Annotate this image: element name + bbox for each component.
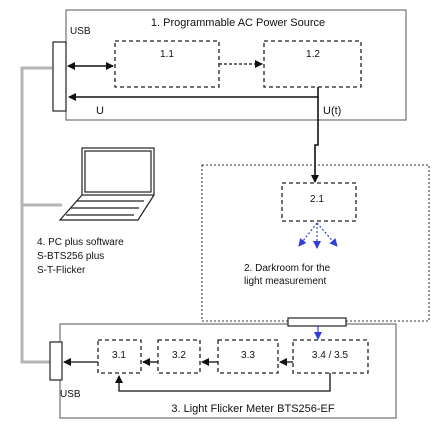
usb-cables xyxy=(20,66,62,364)
block-1-2-label: 1.2 xyxy=(306,49,320,60)
pc-label-line-1: 4. PC plus software xyxy=(37,237,124,248)
source-usb-label: USB xyxy=(70,26,91,37)
ut-supply-arrow xyxy=(311,97,319,183)
light-rays xyxy=(298,222,338,249)
usb-cable-source xyxy=(20,66,62,207)
sensor-window xyxy=(287,317,347,327)
usb-cable-meter xyxy=(20,205,50,364)
block-3-4-3-5 xyxy=(292,339,369,374)
block-3-4-3-5-label: 3.4 / 3.5 xyxy=(312,350,349,361)
meter-title: 3. Light Flicker Meter BTS256-EF xyxy=(171,403,335,415)
block-3-3-label: 3.3 xyxy=(241,350,255,361)
darkroom-label-line-1: 2. Darkroom for the xyxy=(244,263,331,274)
signal-ut-label: U(t) xyxy=(323,105,341,117)
block-3-2-label: 3.2 xyxy=(172,350,186,361)
darkroom-frame xyxy=(201,164,430,322)
laptop-icon xyxy=(58,147,155,221)
block-3-1 xyxy=(97,339,142,374)
pc-label-line-3: S-T-Flicker xyxy=(37,265,86,276)
block-3-1-label: 3.1 xyxy=(112,350,126,361)
power-source-title: 1. Programmable AC Power Source xyxy=(151,17,325,29)
meter-usb-label: USB xyxy=(60,389,81,400)
block-1-2 xyxy=(263,40,362,88)
block-1-1-label: 1.1 xyxy=(160,49,174,60)
block-2-1-label: 2.1 xyxy=(310,194,324,205)
darkroom-label-line-2: light measurement xyxy=(244,276,326,287)
block-2-1 xyxy=(281,182,357,222)
block-3-2 xyxy=(157,339,201,374)
block-3-3 xyxy=(217,339,279,374)
pc-label-line-2: S-BTS256 plus xyxy=(37,251,104,262)
block-1-1 xyxy=(114,40,220,88)
3-4-feedback-to-3-1-arrow xyxy=(115,373,331,392)
source-usb-port xyxy=(52,41,67,112)
meter-usb-port xyxy=(49,341,63,381)
signal-u-label: U xyxy=(96,105,104,117)
